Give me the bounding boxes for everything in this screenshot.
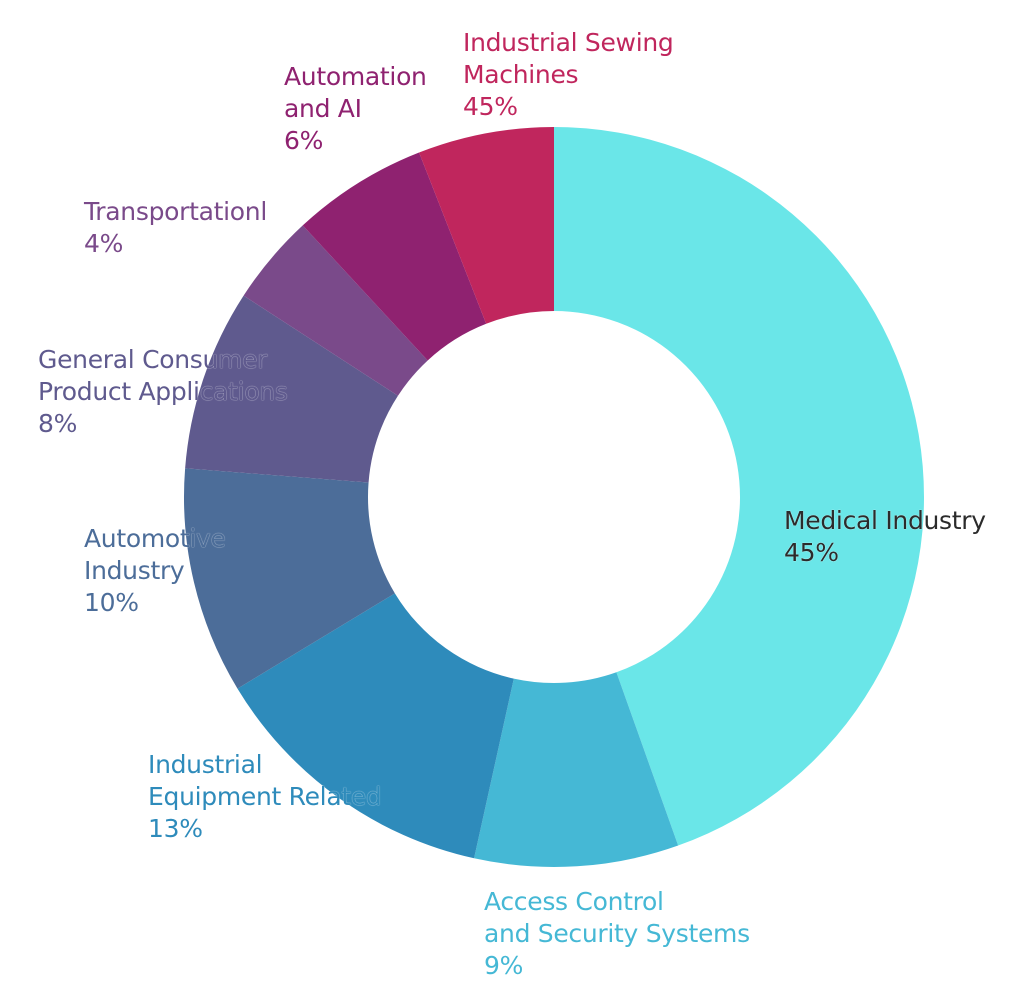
- donut-slice-3: [184, 468, 395, 689]
- slice-label-1: Access Control and Security Systems 9%: [484, 886, 750, 982]
- donut-slice-7: [419, 127, 554, 324]
- donut-slice-0: [554, 127, 925, 846]
- slice-value-label: 45%: [784, 538, 839, 567]
- slice-label-text: Industrial: [148, 750, 263, 779]
- slice-label-0: Medical Industry 45%: [784, 505, 986, 569]
- slice-value-label: 13%: [148, 814, 203, 843]
- slice-value-label: 6%: [284, 126, 324, 155]
- slice-value-label: 10%: [84, 588, 139, 617]
- donut-slice-4: [185, 295, 398, 483]
- slice-label-text: Product Applications: [38, 377, 288, 406]
- donut-slice-5: [243, 225, 428, 396]
- slice-label-text: Industry: [84, 556, 185, 585]
- slice-label-text: Automotive: [84, 524, 226, 553]
- slice-value-label: 8%: [38, 409, 78, 438]
- slice-label-text: Industrial Sewing: [463, 28, 674, 57]
- slice-value-label: 9%: [484, 951, 524, 980]
- donut-slice-2: [237, 593, 514, 859]
- slice-label-text: Medical Industry: [784, 506, 986, 535]
- slice-label-text: Equipment Related: [148, 782, 382, 811]
- slice-value-label: 4%: [84, 229, 124, 258]
- slice-label-text: General Consumer: [38, 345, 268, 374]
- slice-label-text: Transportationl: [84, 197, 267, 226]
- slice-label-6: Automation and AI 6%: [284, 61, 427, 157]
- slice-label-text: Automation: [284, 62, 427, 91]
- slice-label-text: Access Control: [484, 887, 664, 916]
- donut-slice-6: [302, 152, 487, 361]
- slice-value-label: 45%: [463, 92, 518, 121]
- donut-slice-1: [474, 672, 679, 868]
- slice-label-text: and AI: [284, 94, 362, 123]
- slice-label-text: and Security Systems: [484, 919, 750, 948]
- slice-label-5: Transportationl 4%: [84, 196, 267, 260]
- slice-label-text: Machines: [463, 60, 579, 89]
